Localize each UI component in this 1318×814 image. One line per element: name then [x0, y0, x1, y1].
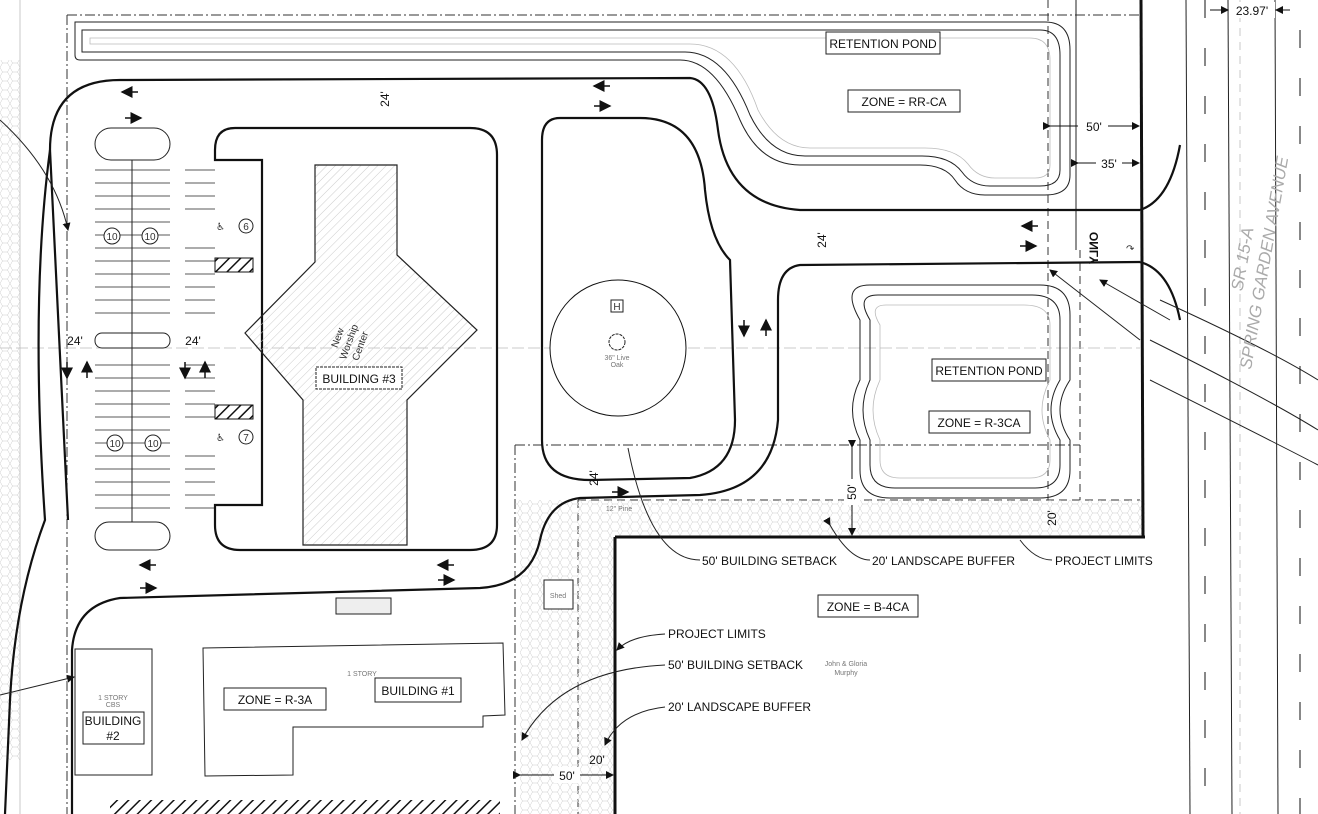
retention-pond-bottom	[851, 284, 1071, 499]
parking-count: 10	[106, 232, 118, 243]
setback-dimension: 50'	[845, 484, 859, 500]
building-1-label: BUILDING #1	[381, 684, 455, 698]
retention-pond-label: RETENTION POND	[935, 364, 1043, 378]
helipad-label: H	[613, 302, 620, 313]
setback-dimension: 50'	[559, 769, 575, 783]
parking-count: 10	[144, 232, 156, 243]
building-2-label: BUILDING	[85, 714, 142, 728]
accessible-count: 7	[243, 433, 249, 444]
building-1[interactable]: ZONE = R-3A BUILDING #1 1 STORY	[202, 642, 506, 777]
building-3-label: BUILDING #3	[322, 372, 396, 386]
building-2[interactable]: 1 STORY CBS BUILDING #2	[74, 648, 153, 776]
zone-rr-ca-label: ZONE = RR-CA	[861, 95, 946, 109]
drive-width-dimension: 24'	[815, 232, 829, 248]
landscape-buffer-left	[0, 60, 20, 760]
callout-building-setback: 50' BUILDING SETBACK	[702, 554, 837, 568]
callouts: 50' BUILDING SETBACK 20' LANDSCAPE BUFFE…	[0, 119, 1171, 746]
live-oak-tree-icon	[608, 333, 626, 351]
owner-label: John & Gloria	[825, 661, 868, 668]
parking-count: 10	[109, 439, 121, 450]
cbs-note: CBS	[106, 702, 121, 709]
buffer-dimension: 20'	[589, 753, 605, 767]
only-pavement-marking: ONLY	[1087, 232, 1101, 264]
zone-r-3ca-label: ZONE = R-3CA	[937, 416, 1020, 430]
svg-text:ONLY: ONLY	[1087, 232, 1101, 264]
buffer-dimension: 35'	[1101, 157, 1117, 171]
right-turn-arrow-icon: ↷	[1126, 244, 1135, 255]
aisle-width-dimension: 24'	[67, 334, 83, 348]
callout-landscape-buffer: 20' LANDSCAPE BUFFER	[872, 554, 1015, 568]
zone-r-3a-label: ZONE = R-3A	[238, 693, 312, 707]
helipad-marker	[610, 299, 624, 313]
spring-garden-avenue: SR 15-A SPRING GARDEN AVENUE 23.97'	[1149, 0, 1318, 814]
owner-label: Murphy	[834, 670, 858, 677]
tree-label: Oak	[611, 362, 624, 369]
traffic-arrows	[61, 80, 1038, 594]
callout-building-setback: 50' BUILDING SETBACK	[668, 658, 803, 672]
hatched-parking-south	[110, 800, 500, 814]
callout-project-limits: PROJECT LIMITS	[668, 627, 766, 641]
aisle-width-dimension: 24'	[185, 334, 201, 348]
setback-dimension: 50'	[1086, 120, 1102, 134]
dumpster-pad	[335, 597, 392, 615]
accessible-count: 6	[243, 222, 249, 233]
drive-width-dimension: 24'	[378, 91, 392, 107]
access-aisle	[214, 257, 254, 273]
road-width-dimension: 23.97'	[1236, 4, 1268, 18]
building-3-site[interactable]: 6 ♿ 7 ♿ New Worship Center BUILDING #3	[213, 126, 499, 552]
callout-landscape-buffer: 20' LANDSCAPE BUFFER	[668, 700, 811, 714]
story-note: 1 STORY	[98, 695, 128, 702]
building-3-name: New Worship Center	[330, 323, 372, 363]
callout-project-limits: PROJECT LIMITS	[1055, 554, 1153, 568]
dimensions: 50' 35' 24' 24' 24' 24' 24' 50' 20' 50' …	[67, 91, 1140, 783]
story-note: 1 STORY	[347, 671, 377, 678]
building-3-footprint[interactable]	[244, 164, 478, 546]
retention-pond-label: RETENTION POND	[829, 37, 937, 51]
shed: Shed	[543, 579, 574, 610]
buffer-dimension: 20'	[1045, 510, 1059, 526]
svg-text:Shed: Shed	[550, 593, 566, 600]
drive-aisles	[3, 76, 1182, 814]
pine-tree-label: 12" Pine	[606, 506, 632, 513]
accessible-parking-icon: ♿	[216, 222, 225, 233]
accessible-parking-icon: ♿	[216, 433, 225, 444]
labels: RETENTION POND ZONE = RR-CA RETENTION PO…	[817, 31, 1047, 618]
zone-b-4ca-label: ZONE = B-4CA	[827, 600, 909, 614]
drive-width-dimension: 24'	[587, 470, 601, 486]
access-aisle	[214, 404, 254, 420]
project-limits-line	[613, 0, 1145, 814]
parking-area-left: 10 10 10 10	[94, 127, 215, 551]
parking-count: 10	[147, 439, 159, 450]
building-2-label: #2	[106, 729, 120, 743]
central-island[interactable]: H 36" Live Oak	[540, 116, 737, 482]
tree-label: 36" Live	[604, 355, 629, 362]
